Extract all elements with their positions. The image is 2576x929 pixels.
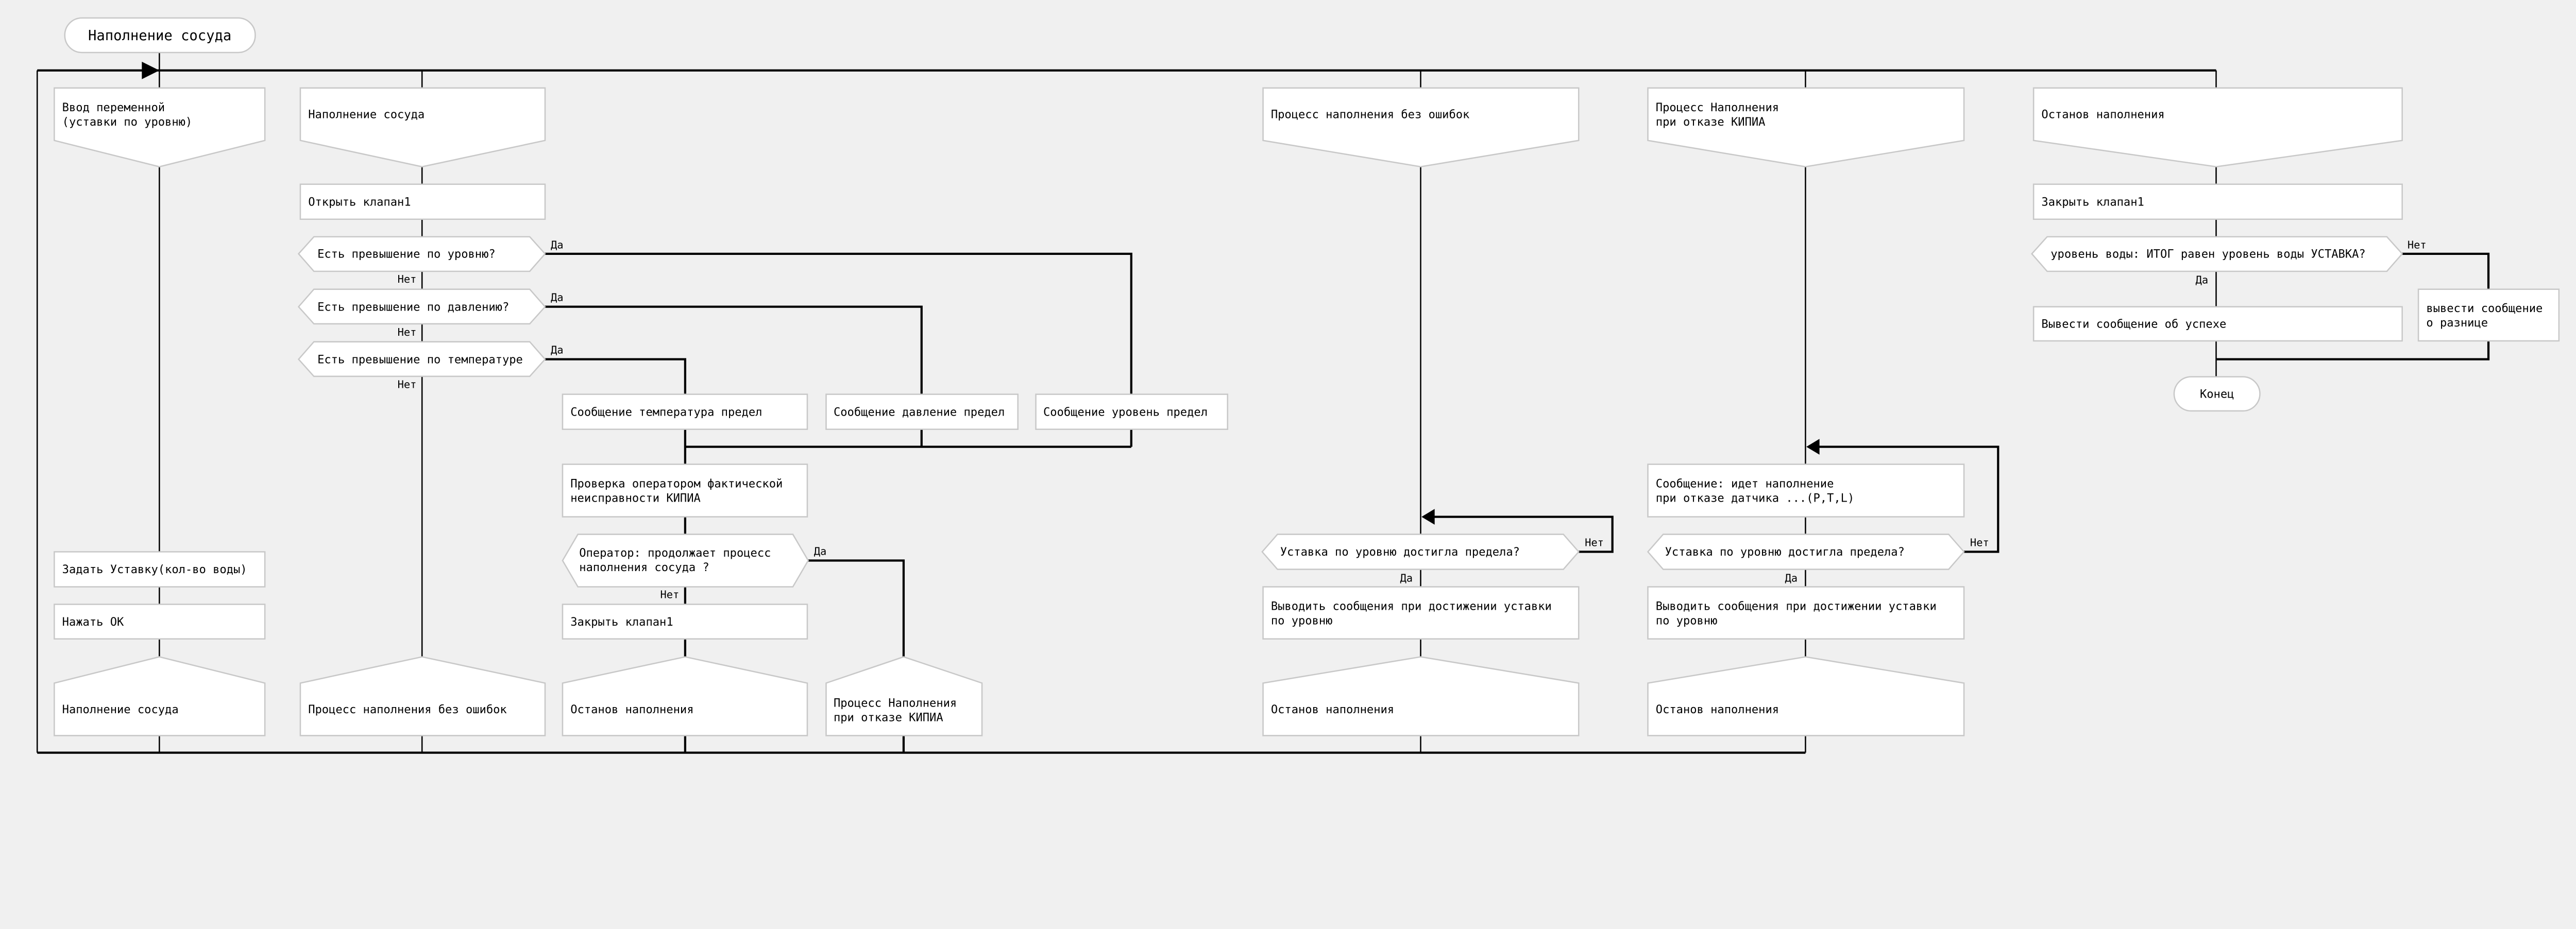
set-setpoint-text: Задать Уставку(кол-во воды) <box>62 563 247 576</box>
yes-label: Да <box>2196 274 2209 286</box>
branch3-question <box>1261 534 1580 570</box>
branch4-message-action <box>1647 463 1965 518</box>
msg-temp-text: Сообщение температура предел <box>570 405 762 419</box>
no-label: Нет <box>660 589 679 601</box>
yes-label: Да <box>551 291 564 304</box>
branch1-header <box>54 87 266 168</box>
address-no-errors <box>299 656 546 736</box>
branch3-loop-line <box>1427 515 1614 553</box>
branch2-header-text: Наполнение сосуда <box>308 108 425 121</box>
no-label: Нет <box>2408 239 2427 251</box>
yes-label: Да <box>551 239 564 251</box>
branch3-header <box>1262 87 1580 168</box>
title-terminator <box>64 17 256 54</box>
address-stop-text: Останов наполнения <box>570 703 693 716</box>
branch4-address <box>1647 656 1965 736</box>
branch4-address-text: Останов наполнения <box>1656 703 1779 716</box>
branch3-address-text: Останов наполнения <box>1271 703 1394 716</box>
msg-temp-action <box>562 393 808 430</box>
address-no-errors-text: Процесс наполнения без ошибок <box>308 703 506 716</box>
msg-pressure-action <box>825 393 1019 430</box>
success-message-text: Вывести сообщение об успехе <box>2041 317 2226 331</box>
diagram-title: Наполнение сосуда <box>88 28 231 44</box>
question-temperature <box>297 341 546 377</box>
branch5-close-valve-text: Закрыть клапан1 <box>2041 195 2144 209</box>
branch4-loop-line <box>1812 445 1999 553</box>
press-ok-action <box>54 604 266 640</box>
branch5-question-text: уровень воды: ИТОГ равен уровень воды УС… <box>2050 248 2365 261</box>
branch5-header-text: Останов наполнения <box>2041 108 2164 121</box>
question-pressure <box>297 288 546 325</box>
branch3-address <box>1262 656 1580 736</box>
branch1-header-text: Ввод переменной(уставки по уровню) <box>62 101 193 129</box>
loop-arrow-icon <box>1421 509 1435 525</box>
branch5-close-valve-action <box>2032 183 2403 220</box>
msg-pressure-text: Сообщение давление предел <box>834 405 1005 419</box>
success-message-action <box>2032 306 2403 342</box>
end-text: Конец <box>2200 387 2234 401</box>
no-label: Нет <box>1970 537 1989 549</box>
question-pressure-text: Есть превышение по давлению? <box>317 300 509 314</box>
branch3-action-text: Выводить сообщения при достижении уставк… <box>1271 600 1552 628</box>
no-label: Нет <box>398 326 417 338</box>
close-valve-text: Закрыть клапан1 <box>570 615 673 629</box>
branch1-address-text: Наполнение сосуда <box>62 703 179 716</box>
question-level-text: Есть превышение по уровню? <box>317 248 496 261</box>
branch3-header-text: Процесс наполнения без ошибок <box>1271 108 1469 121</box>
msg-level-action <box>1035 393 1229 430</box>
question-level <box>297 236 546 272</box>
yes-label: Да <box>1400 572 1413 584</box>
branch5-question <box>2031 236 2403 272</box>
branch4-action-text: Выводить сообщения при достижении уставк… <box>1656 600 1937 628</box>
branch4-header <box>1647 87 1965 168</box>
msg-level-text: Сообщение уровень предел <box>1043 405 1208 419</box>
yes-label: Да <box>814 545 827 557</box>
address-stop <box>562 656 808 736</box>
operator-check-action <box>562 463 808 518</box>
question-operator <box>562 534 809 588</box>
branch4-question-text: Уставка по уровню достигла предела? <box>1665 545 1905 559</box>
end-terminator <box>2173 376 2261 412</box>
no-label: Нет <box>398 273 417 285</box>
yes-label: Да <box>1785 572 1798 584</box>
close-valve-action <box>562 604 808 640</box>
yes-label: Да <box>551 344 564 356</box>
branch2-header <box>299 87 546 168</box>
yes-level-line <box>545 252 1132 447</box>
drakon-diagram: Наполнение сосуда Ввод переменной(уставк… <box>36 17 2560 754</box>
branch4-question <box>1647 534 1965 570</box>
branch4-action <box>1647 586 1965 640</box>
no-label: Нет <box>1585 537 1604 549</box>
branch5-header <box>2032 87 2403 168</box>
no-label: Нет <box>398 379 417 391</box>
open-valve-text: Открыть клапан1 <box>308 195 411 209</box>
entry-arrow-icon <box>142 61 160 79</box>
branch3-question-text: Уставка по уровню достигла предела? <box>1280 545 1520 559</box>
address-failure <box>825 656 983 736</box>
set-setpoint-action <box>54 551 266 588</box>
question-temperature-text: Есть превышение по температуре <box>317 353 523 366</box>
branch1-address <box>54 656 266 736</box>
branch3-action <box>1262 586 1580 640</box>
press-ok-text: Нажать ОК <box>62 615 124 629</box>
difference-message-action <box>2417 288 2560 342</box>
loop-arrow-icon <box>1806 439 1820 455</box>
open-valve-action <box>299 183 546 220</box>
